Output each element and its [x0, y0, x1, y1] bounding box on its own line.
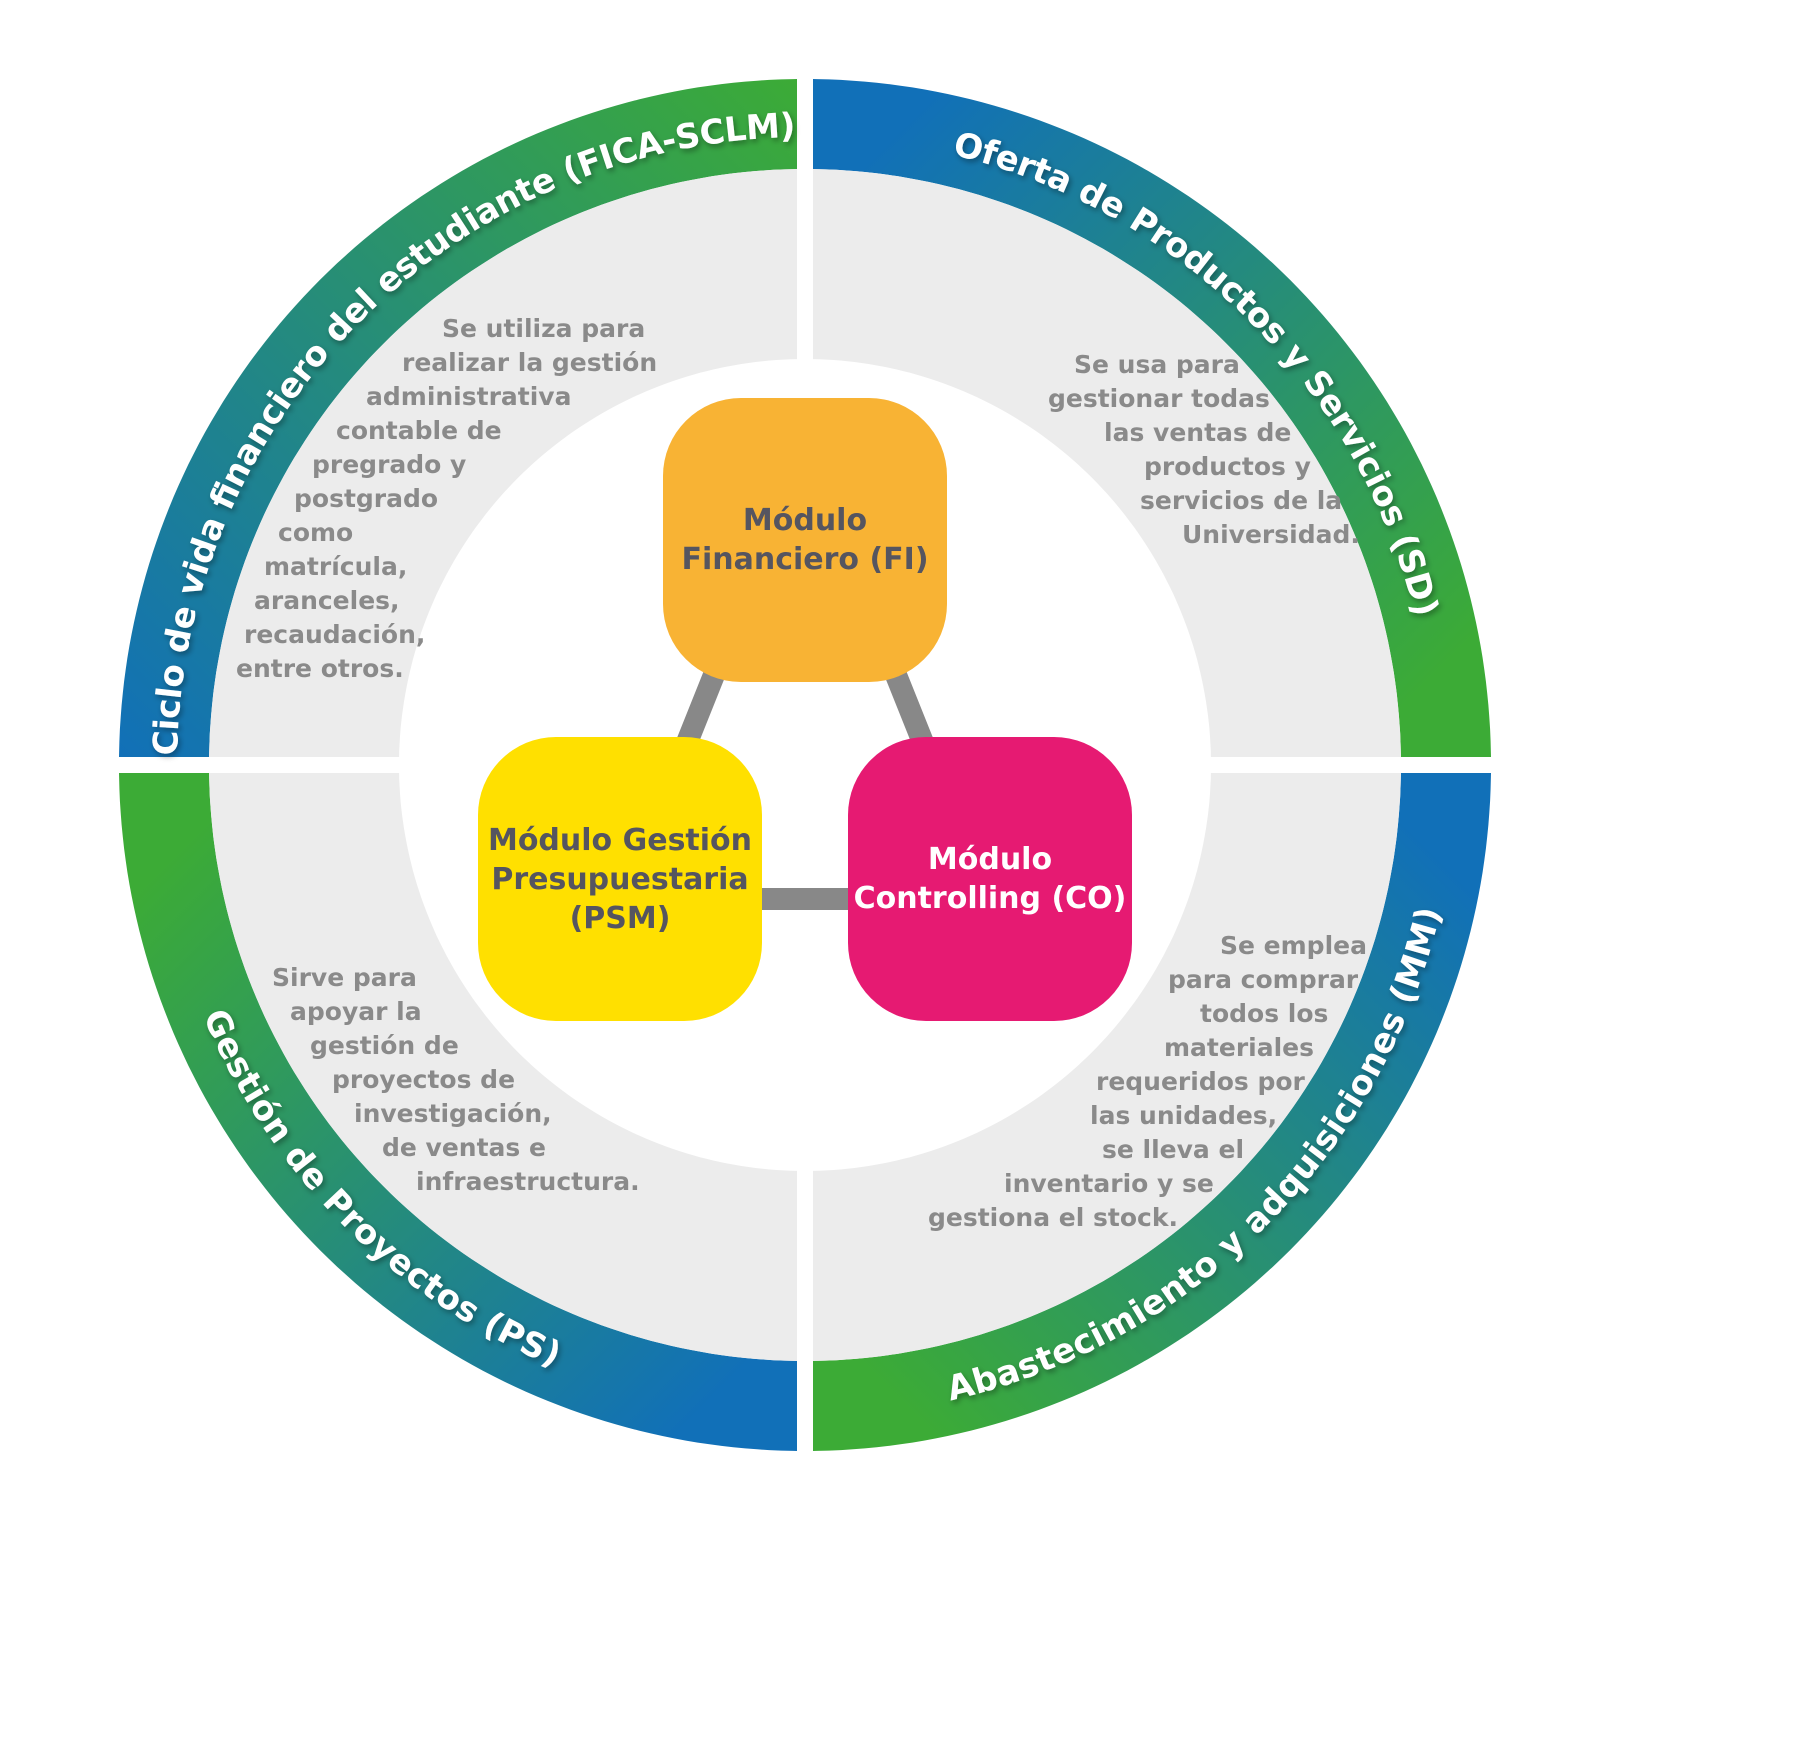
description-line: de ventas e — [382, 1133, 546, 1162]
ring-band-sd — [813, 79, 1491, 757]
module-fi-box: Módulo Financiero (FI) — [663, 398, 947, 682]
ring-band-fica-sclm — [119, 79, 797, 757]
module-psm-box: Módulo Gestión Presupuestaria (PSM) — [478, 737, 762, 1021]
module-fi-label: Módulo Financiero (FI) — [681, 503, 929, 577]
description-line: administrativa — [366, 382, 572, 411]
description-line: gestiona el stock. — [928, 1203, 1178, 1232]
description-line: infraestructura. — [416, 1167, 640, 1196]
description-line: matrícula, — [264, 552, 408, 581]
description-line: Se usa para — [1074, 350, 1240, 379]
description-area-ps — [209, 773, 797, 1361]
description-line: apoyar la — [290, 997, 422, 1026]
description-line: Se emplea — [1220, 931, 1367, 960]
description-line: gestión de — [310, 1031, 459, 1060]
description-line: recaudación, — [244, 620, 426, 649]
description-area-fica-sclm — [209, 169, 797, 757]
description-line: gestionar todas — [1048, 384, 1270, 413]
description-line: realizar la gestión — [402, 348, 658, 377]
description-line: como — [278, 518, 354, 547]
description-line: proyectos de — [332, 1065, 516, 1094]
description-line: contable de — [336, 416, 502, 445]
description-line: Sirve para — [272, 963, 417, 992]
description-line: para comprar — [1168, 965, 1359, 994]
module-psm-label: Módulo Gestión Presupuestaria (PSM) — [487, 822, 753, 936]
module-co-label: Módulo Controlling (CO) — [853, 842, 1127, 916]
description-line: requeridos por — [1096, 1067, 1305, 1096]
module-co-box: Módulo Controlling (CO) — [848, 737, 1132, 1021]
description-line: se lleva el — [1102, 1135, 1245, 1164]
description-line: las ventas de — [1104, 418, 1292, 447]
description-area-sd — [813, 169, 1401, 757]
description-line: servicios de la — [1140, 486, 1343, 515]
ring-band-ps — [119, 773, 797, 1451]
description-line: Se utiliza para — [442, 314, 646, 343]
description-line: postgrado — [294, 484, 439, 513]
description-area-mm — [813, 773, 1401, 1361]
description-line: productos y — [1144, 452, 1311, 481]
description-line: todos los — [1200, 999, 1329, 1028]
ring-band-mm — [813, 773, 1491, 1451]
description-line: inventario y se — [1004, 1169, 1214, 1198]
description-line: investigación, — [354, 1099, 552, 1128]
description-line: Universidad. — [1182, 520, 1360, 549]
description-line: aranceles, — [254, 586, 400, 615]
description-line: pregrado y — [312, 450, 467, 479]
description-line: entre otros. — [236, 654, 404, 683]
description-line: las unidades, — [1090, 1101, 1278, 1130]
description-line: materiales — [1164, 1033, 1314, 1062]
